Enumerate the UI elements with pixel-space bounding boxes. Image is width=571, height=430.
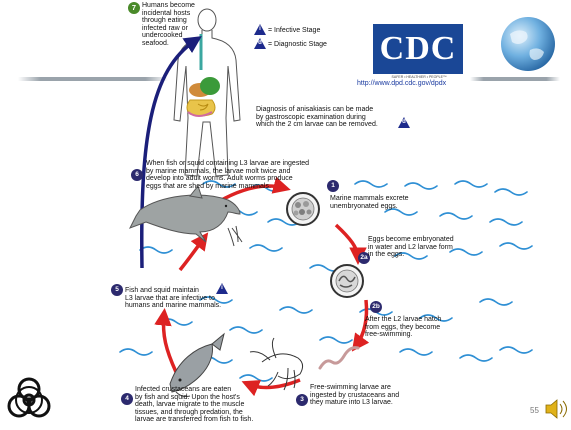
cdc-logo: CDC [373, 24, 463, 74]
step-1-text: Marine mammals excrete unembryonated egg… [330, 195, 409, 210]
legend-diagnostic: = Diagnostic Stage [268, 41, 327, 49]
step-badge-3: 3 [296, 394, 308, 406]
cdc-tagline: SAFER • HEALTHIER • PEOPLE™ [375, 75, 463, 79]
header-bar-left [18, 77, 168, 81]
step-badge-1: 1 [327, 180, 339, 192]
step-badge-2b: 2b [370, 301, 382, 313]
header-bar-right [470, 77, 560, 81]
larva-image [320, 348, 358, 368]
speaker-icon[interactable] [546, 400, 567, 418]
step-2a-text: Eggs become embryonated in water and L2 … [368, 236, 454, 259]
step-badge-7: 7 [128, 2, 140, 14]
step-badge-6: 6 [131, 169, 143, 181]
biohazard-icon [9, 379, 49, 416]
step-5-text: Fish and squid maintain L3 larvae that a… [125, 287, 221, 310]
diagnostic-stage-icon: d [254, 38, 266, 49]
legend-infective: = Infective Stage [268, 27, 320, 35]
cdc-logo-text: CDC [373, 30, 463, 68]
diagnostic-stage-marker: d [398, 117, 410, 128]
diagnosis-text: Diagnosis of anisakiasis can be made by … [256, 106, 378, 129]
step-2b-text: After the L2 larvae hatch from eggs, the… [365, 316, 441, 339]
infective-stage-marker: i [216, 283, 228, 294]
step-3-text: Free-swimming larvae are ingested by cru… [310, 384, 399, 407]
infective-stage-icon: i [254, 24, 266, 35]
step-6-text: When fish or squid containing L3 larvae … [146, 160, 309, 190]
cdc-url[interactable]: http://www.dpd.cdc.gov/dpdx [357, 80, 446, 87]
step-badge-4: 4 [121, 393, 133, 405]
dolphin-image [130, 186, 242, 246]
step-7-text: Humans become incidental hosts through e… [142, 2, 195, 48]
egg-image-unembryonated [287, 193, 319, 225]
egg-image-embryonated [331, 265, 363, 297]
page-number: 55 [530, 406, 539, 415]
step-4-text: Infected crustaceans are eaten by fish a… [135, 386, 253, 424]
step-badge-5: 5 [111, 284, 123, 296]
globe-icon [501, 17, 555, 71]
crustacean-image [250, 338, 303, 390]
